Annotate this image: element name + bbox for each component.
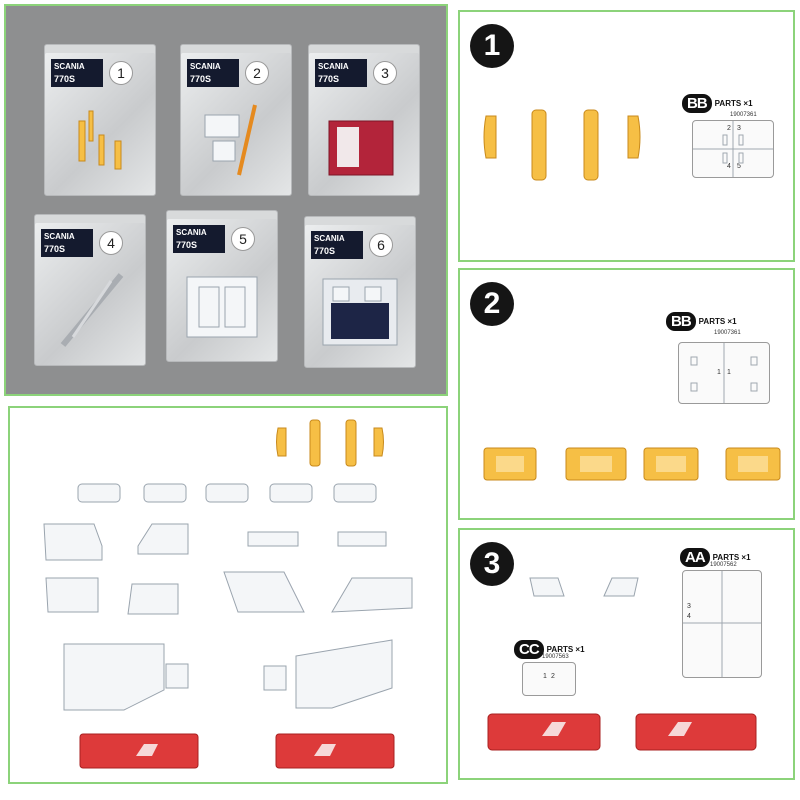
runner-parts-label: PARTS ×1 <box>712 553 751 562</box>
bag-model: 770S <box>190 74 212 84</box>
bag-label: SCANIA 770S <box>187 59 239 87</box>
part-number: 1 <box>543 673 547 680</box>
bag-brand: SCANIA <box>54 62 85 71</box>
part-number: 1 <box>727 369 731 376</box>
bag-model: 770S <box>314 246 336 256</box>
overview-clear-reflectors <box>77 483 377 503</box>
bag-model: 770S <box>54 74 76 84</box>
runner-sprue <box>690 343 758 403</box>
runner-id: 19007361 <box>730 112 757 118</box>
bag-number: 6 <box>369 233 393 257</box>
parts-bag-3: SCANIA 770S 3 <box>308 44 420 196</box>
bag-number: 2 <box>245 61 269 85</box>
overview-amber-lenses <box>276 419 384 467</box>
bag-3-parts <box>328 120 394 176</box>
part-number: 2 <box>551 673 555 680</box>
runner-code: BB <box>682 94 712 113</box>
bag-label: SCANIA 770S <box>315 59 367 87</box>
runner-id: 19007562 <box>710 562 737 568</box>
part-number: 4 <box>727 163 731 170</box>
bag-brand: SCANIA <box>190 62 221 71</box>
runner-code: AA <box>680 548 710 567</box>
runner-parts-label: PARTS ×1 <box>546 645 585 654</box>
runner-id: 19007361 <box>714 330 741 336</box>
runner-tag-aa: AA PARTS ×1 <box>680 548 751 567</box>
part-number: 4 <box>687 613 691 620</box>
bag-model: 770S <box>44 244 66 254</box>
step-3-red-tail-lenses <box>487 713 757 751</box>
part-number: 5 <box>737 163 741 170</box>
bag-label: SCANIA 770S <box>173 225 225 253</box>
bag-5-parts <box>186 276 258 338</box>
bag-number: 3 <box>373 61 397 85</box>
bag-label: SCANIA 770S <box>51 59 103 87</box>
runner-parts-label: PARTS ×1 <box>714 99 753 108</box>
bag-brand: SCANIA <box>318 62 349 71</box>
runner-frame-aa: 3 4 <box>682 570 762 678</box>
bag-label: SCANIA 770S <box>41 229 93 257</box>
overview-side-lights <box>63 639 393 711</box>
bag-2-parts <box>204 104 257 176</box>
runner-sprue <box>683 571 761 677</box>
runner-frame-bb: 2 3 4 5 <box>692 120 774 178</box>
bag-4-parts <box>60 273 124 347</box>
runner-parts-label: PARTS ×1 <box>698 317 737 326</box>
runner-code: CC <box>514 640 544 659</box>
parts-bag-1: SCANIA 770S 1 <box>44 44 156 196</box>
step-2-panel: 2 BB PARTS ×1 19007361 1 1 <box>458 268 795 520</box>
bag-brand: SCANIA <box>44 232 75 241</box>
bag-model: 770S <box>318 74 340 84</box>
overview-red-tail-lenses <box>79 733 395 769</box>
step-1-panel: 1 BB PARTS ×1 19007361 2 3 4 5 <box>458 10 795 262</box>
step-number: 1 <box>470 24 514 68</box>
parts-bag-5: SCANIA 770S 5 <box>166 210 278 362</box>
bag-number: 5 <box>231 227 255 251</box>
bag-label: SCANIA 770S <box>311 231 363 259</box>
step-number: 2 <box>470 282 514 326</box>
step-number: 3 <box>470 542 514 586</box>
runner-tag-cc: CC PARTS ×1 <box>514 640 585 659</box>
parts-bags-photo: SCANIA 770S 1 SCANIA 770S 2 SCANIA 770S 3 S… <box>4 4 448 396</box>
parts-overview-panel <box>8 406 448 784</box>
bag-model: 770S <box>176 240 198 250</box>
step-2-amber-marker-lenses <box>483 447 781 481</box>
runner-tag-bb: BB PARTS ×1 <box>666 312 737 331</box>
overview-lamp-lenses <box>43 523 413 615</box>
runner-frame-bb: 1 1 <box>678 342 770 404</box>
part-number: 2 <box>727 125 731 132</box>
runner-sprue <box>693 121 773 177</box>
bag-number: 4 <box>99 231 123 255</box>
part-number: 3 <box>687 603 691 610</box>
parts-bag-4: SCANIA 770S 4 <box>34 214 146 366</box>
bag-brand: SCANIA <box>176 228 207 237</box>
bag-1-parts <box>78 110 122 170</box>
bag-number: 1 <box>109 61 133 85</box>
runner-id: 19007563 <box>542 654 569 660</box>
part-number: 3 <box>737 125 741 132</box>
bag-brand: SCANIA <box>314 234 345 243</box>
parts-bag-2: SCANIA 770S 2 <box>180 44 292 196</box>
step-3-panel: 3 AA PARTS ×1 19007562 3 4 CC PARTS ×1 1… <box>458 528 795 780</box>
runner-tag-bb: BB PARTS ×1 <box>682 94 753 113</box>
runner-frame-cc: 1 2 <box>522 662 576 696</box>
overview-parts-layout <box>43 419 413 769</box>
bag-6-parts <box>322 278 398 346</box>
parts-bag-6: SCANIA 770S 6 <box>304 216 416 368</box>
runner-code: BB <box>666 312 696 331</box>
step-1-amber-lenses <box>483 109 641 181</box>
part-number: 1 <box>717 369 721 376</box>
step-3-clear-reflectors <box>529 577 639 597</box>
